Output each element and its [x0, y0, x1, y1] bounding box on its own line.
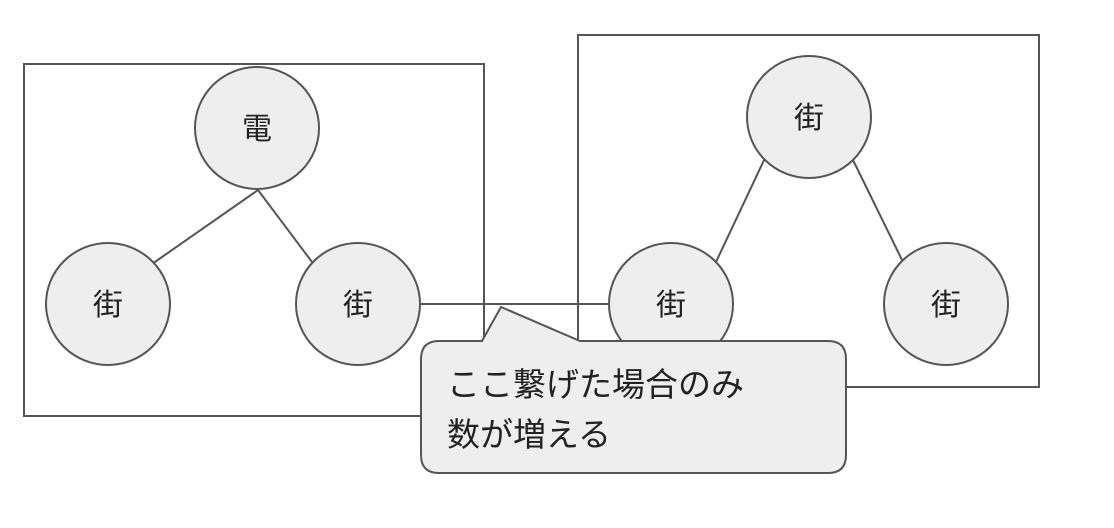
node-label: 街 — [656, 288, 686, 323]
node-left-top: 電 — [194, 66, 320, 190]
callout-line-2: 数が増える — [447, 415, 611, 454]
edge-right-top-to-right-left — [715, 157, 766, 263]
edge-left-top-to-left-left — [151, 189, 259, 265]
node-label: 街 — [931, 288, 961, 323]
node-left-right: 街 — [295, 242, 421, 366]
callout-shape — [420, 305, 847, 474]
node-label: 電 — [242, 112, 272, 147]
node-label: 街 — [93, 288, 123, 323]
node-right-top: 街 — [746, 55, 872, 179]
node-label: 街 — [794, 101, 824, 136]
node-label: 街 — [343, 288, 373, 323]
callout-line-1: ここ繋げた場合のみ — [447, 365, 744, 404]
node-left-left: 街 — [45, 242, 171, 366]
node-right-left: 街 — [608, 242, 734, 366]
edge-right-top-to-right-right — [851, 157, 904, 263]
left-group-box — [23, 63, 485, 417]
callout-bubble: ここ繋げた場合のみ 数が増える — [420, 305, 847, 474]
edge-left-top-to-left-right — [257, 189, 313, 263]
node-right-right: 街 — [883, 242, 1009, 366]
